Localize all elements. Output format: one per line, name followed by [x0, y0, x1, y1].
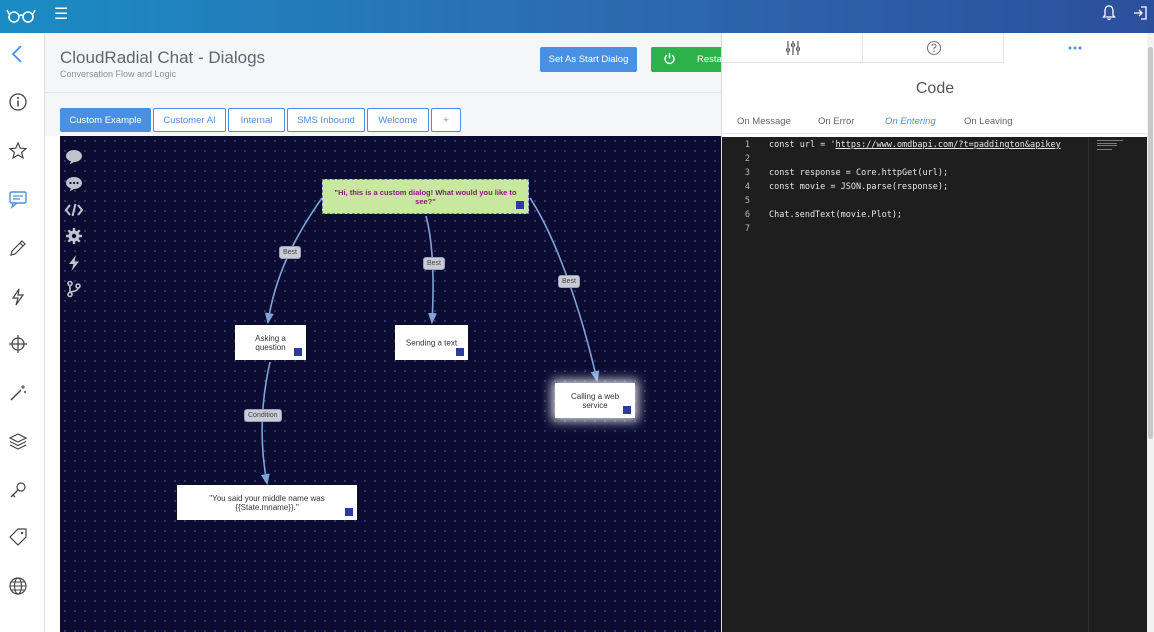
minimap-line: [1097, 149, 1112, 150]
code-line[interactable]: const response = Core.httpGet(url);: [769, 168, 949, 178]
tab-customer-ai[interactable]: Customer AI: [153, 108, 226, 132]
node-handle[interactable]: [516, 201, 524, 209]
chat-node-icon[interactable]: [65, 175, 83, 193]
layers-icon[interactable]: [8, 431, 28, 451]
set-as-start-dialog-button[interactable]: Set As Start Dialog: [540, 47, 637, 72]
node-text: Sending a text: [405, 338, 458, 347]
line-gutter: 1 2 3 4 5 6 7: [722, 137, 762, 632]
tab-more[interactable]: [1004, 33, 1148, 63]
hamburger-icon[interactable]: ☰: [54, 6, 69, 23]
text-node[interactable]: Sending a text: [395, 325, 468, 360]
left-sidebar: [0, 33, 45, 632]
code-line[interactable]: const movie = JSON.parse(response);: [769, 182, 949, 192]
node-text: Calling a web service: [570, 391, 620, 410]
edge-label[interactable]: Condition: [244, 409, 282, 422]
magic-wand-icon[interactable]: [8, 383, 28, 403]
top-bar: ☰: [0, 0, 1154, 33]
dialog-tabs: Custom Example Customer AI Internal SMS …: [45, 93, 721, 136]
chat-icon[interactable]: [8, 189, 28, 209]
code-panel: Code On Message On Error On Entering On …: [721, 33, 1148, 632]
node-handle[interactable]: [623, 406, 631, 414]
minimap-line: [1097, 143, 1117, 144]
tab-welcome[interactable]: Welcome: [367, 108, 429, 132]
glasses-logo-icon[interactable]: [6, 6, 36, 26]
tab-divider: [722, 133, 1148, 134]
code-line[interactable]: Chat.sendText(movie.Plot);: [769, 210, 903, 220]
flow-canvas[interactable]: Best Best Best Condition "Hi, this is a …: [60, 136, 721, 632]
sliders-icon: [786, 41, 800, 55]
panel-scrollbar[interactable]: [1147, 33, 1154, 632]
node-handle[interactable]: [345, 508, 353, 516]
edge-label[interactable]: Best: [558, 275, 581, 288]
code-node-icon[interactable]: [65, 201, 83, 219]
tab-help[interactable]: [863, 33, 1004, 63]
tab-internal[interactable]: Internal: [228, 108, 285, 132]
line-number: 6: [744, 210, 750, 220]
scrollbar-thumb[interactable]: [1148, 47, 1153, 439]
crosshair-icon[interactable]: [8, 334, 28, 354]
line-number: 2: [744, 154, 750, 164]
node-text: Asking a question: [255, 333, 286, 352]
panel-tabs: [722, 33, 1148, 63]
page-title: CloudRadial Chat - Dialogs: [60, 48, 266, 67]
line-number: 5: [744, 196, 750, 206]
code-url: https://www.omdbapi.com/?t=paddington&ap…: [835, 140, 1061, 150]
web-service-node[interactable]: Calling a web service: [555, 383, 635, 418]
back-chevron-icon[interactable]: [8, 44, 28, 64]
globe-icon[interactable]: [8, 576, 28, 596]
more-icon: [1068, 46, 1082, 50]
node-handle[interactable]: [456, 348, 464, 356]
code-minimap[interactable]: [1088, 137, 1136, 632]
tab-on-message[interactable]: On Message: [737, 116, 791, 127]
line-number: 7: [744, 224, 750, 234]
restart-button[interactable]: Restar: [651, 47, 731, 72]
start-dialog-node[interactable]: "Hi, this is a custom dialog! What would…: [322, 179, 529, 214]
key-icon[interactable]: [8, 480, 28, 500]
node-text: "Hi, this is a custom dialog! What would…: [334, 187, 517, 206]
line-number: 3: [744, 168, 750, 178]
node-text: "You said your middle name was {{State.m…: [209, 493, 325, 512]
message-node-icon[interactable]: [65, 148, 83, 166]
restart-label: Restar: [697, 54, 725, 65]
tag-icon[interactable]: [8, 527, 28, 547]
code-line[interactable]: const url = 'https://www.omdbapi.com/?t=…: [769, 140, 1061, 150]
tab-sms-inbound[interactable]: SMS Inbound: [287, 108, 365, 132]
page-header: CloudRadial Chat - Dialogs Conversation …: [45, 33, 731, 93]
line-number: 1: [744, 140, 750, 150]
bell-icon[interactable]: [1101, 4, 1117, 22]
edge-condition-reply: [260, 361, 271, 486]
tab-on-error[interactable]: On Error: [818, 116, 855, 127]
lightning-icon[interactable]: [8, 287, 28, 307]
edge-label[interactable]: Best: [279, 246, 302, 259]
line-number: 4: [744, 182, 750, 192]
edge-best-question: [264, 197, 323, 325]
minimap-line: [1097, 145, 1117, 146]
node-handle[interactable]: [294, 348, 302, 356]
edge-label[interactable]: Best: [423, 257, 446, 270]
settings-node-icon[interactable]: [65, 227, 83, 245]
reply-node[interactable]: "You said your middle name was {{State.m…: [177, 485, 357, 520]
help-icon: [926, 40, 942, 56]
power-icon: [664, 53, 675, 65]
page-subtitle: Conversation Flow and Logic: [60, 69, 177, 79]
code-editor[interactable]: 1 2 3 4 5 6 7 const url = 'https://www.o…: [722, 137, 1148, 632]
star-icon[interactable]: [8, 141, 28, 161]
logout-icon[interactable]: [1132, 4, 1148, 22]
edge-best-web: [529, 197, 600, 383]
question-node[interactable]: Asking a question: [235, 325, 306, 360]
code-text: const url = ': [769, 140, 836, 150]
tab-custom-example[interactable]: Custom Example: [60, 108, 151, 132]
add-tab-button[interactable]: +: [431, 108, 461, 132]
branch-node-icon[interactable]: [65, 280, 83, 298]
minimap-line: [1097, 140, 1123, 141]
tab-on-entering[interactable]: On Entering: [885, 116, 936, 127]
tab-on-leaving[interactable]: On Leaving: [964, 116, 1013, 127]
tab-properties[interactable]: [722, 33, 863, 63]
info-icon[interactable]: [8, 92, 28, 112]
action-node-icon[interactable]: [65, 254, 83, 272]
panel-title: Code: [915, 80, 955, 97]
pencil-icon[interactable]: [8, 238, 28, 258]
